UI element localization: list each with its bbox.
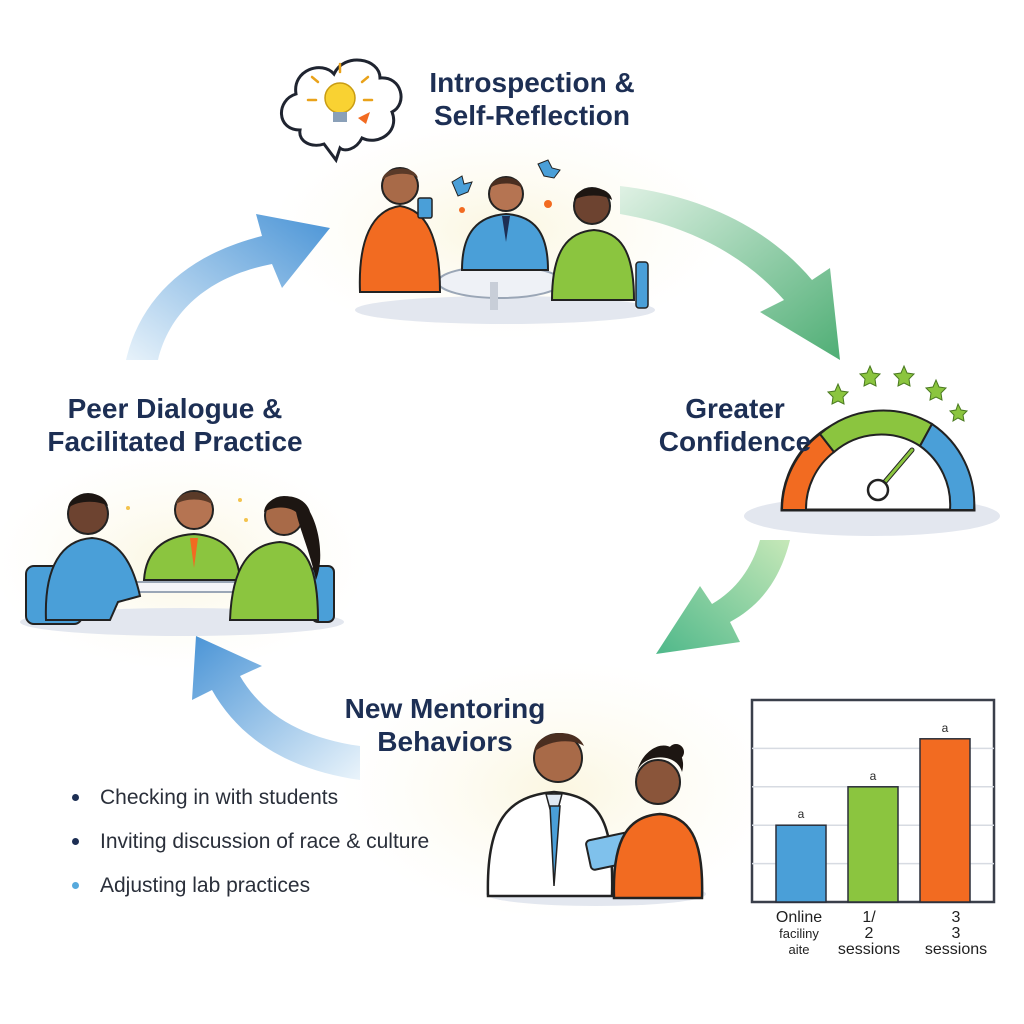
- star-icon-group: [826, 364, 969, 422]
- star-icon: [892, 364, 916, 387]
- stage-confidence-line2: Confidence: [658, 426, 812, 457]
- chart-x-label-line: 3: [951, 909, 961, 926]
- chart-x-label-line: faciliny: [779, 926, 819, 941]
- list-item: Inviting discussion of race & culture: [70, 824, 429, 868]
- star-icon: [826, 382, 850, 405]
- chart-bars: [775, 738, 971, 903]
- stage-confidence-line1: Greater: [685, 393, 785, 424]
- stage-peer-line1: Peer Dialogue &: [67, 393, 283, 424]
- stage-peer-line2: Facilitated Practice: [47, 426, 303, 457]
- stage-mentoring-line2: Behaviors: [377, 726, 513, 757]
- chart-x-label-line: sessions: [924, 941, 988, 958]
- chart-bar: [919, 738, 971, 903]
- list-item: Checking in with students: [70, 780, 429, 824]
- chart-x-label-line: 3: [951, 925, 961, 942]
- chart-bar-value-label: a: [941, 720, 949, 735]
- star-icon: [858, 364, 882, 387]
- chart-bar: [847, 786, 899, 903]
- arrow-introspection-to-confidence: [620, 186, 840, 360]
- confidence-gauge-icon: [744, 409, 1000, 536]
- chart-x-label-line: 2: [864, 925, 874, 942]
- stage-introspection-label: Introspection & Self-Reflection: [392, 66, 672, 132]
- lightbulb-thought-icon: [280, 58, 403, 164]
- mentoring-illustration: [486, 733, 706, 906]
- behavior-text: Inviting discussion of race & culture: [100, 830, 430, 853]
- stage-introspection-line1: Introspection &: [429, 67, 635, 98]
- chart-x-label: Online faciliny aite: [764, 910, 834, 958]
- arrow-confidence-to-mentoring: [656, 540, 790, 654]
- stage-mentoring-label: New Mentoring Behaviors: [300, 692, 590, 758]
- chart-x-label: 1/ 2 sessions: [832, 910, 906, 958]
- chart-x-label: 3 3 sessions: [916, 910, 996, 958]
- chart-x-label-line: Online: [775, 909, 823, 926]
- chart-x-label-line: sessions: [837, 941, 901, 958]
- list-item: Adjusting lab practices: [70, 868, 429, 912]
- arrow-mentoring-to-peer: [192, 636, 360, 780]
- stage-confidence-label: Greater Confidence: [640, 392, 830, 458]
- behaviors-list: Checking in with students Inviting discu…: [70, 780, 429, 912]
- star-icon: [924, 378, 948, 401]
- bullet-icon: [72, 838, 79, 845]
- arrow-peer-to-introspection: [126, 214, 330, 360]
- star-icon: [948, 402, 969, 422]
- peer-dialogue-illustration: [20, 490, 344, 636]
- chart-bar-value-label: a: [797, 807, 805, 822]
- stage-peer-label: Peer Dialogue & Facilitated Practice: [20, 392, 330, 458]
- chart-x-label-line: 1/: [862, 909, 876, 926]
- bullet-icon: [72, 882, 79, 889]
- chart-bar-value-label: a: [869, 768, 877, 783]
- stage-mentoring-line1: New Mentoring: [344, 693, 546, 724]
- chart-x-label-line: aite: [788, 942, 810, 957]
- behavior-text: Adjusting lab practices: [100, 874, 311, 897]
- chart-bar: [775, 824, 827, 903]
- bullet-icon: [72, 794, 79, 801]
- chart-panel: [750, 698, 996, 904]
- behavior-text: Checking in with students: [100, 786, 339, 809]
- stage-introspection-line2: Self-Reflection: [433, 100, 631, 131]
- introspection-illustration: [355, 159, 655, 324]
